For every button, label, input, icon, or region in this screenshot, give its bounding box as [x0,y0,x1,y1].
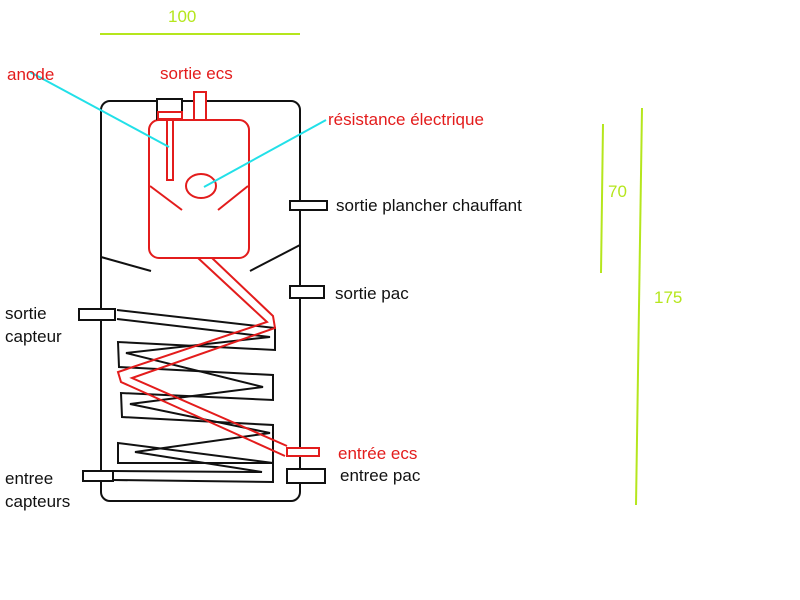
entree-capteurs-label-line1: entree [5,469,53,488]
anode-rod [166,119,174,181]
resistance-leader-line [203,119,327,188]
anode-leader-line [29,71,170,148]
entree-pac-label: entree pac [340,466,421,485]
ecs-coil-a [116,257,286,457]
funnel-left [100,256,152,272]
entree-ecs-label: entrée ecs [338,444,417,463]
funnel-right [249,244,301,272]
entree-capteurs-label-line2: capteurs [5,492,70,511]
anode-label: anode [7,65,54,84]
entree-ecs-pipe [286,447,320,457]
sortie-pac-label: sortie pac [335,284,409,303]
sortie-plancher-pipe [289,200,328,211]
total-height-dimension-line [635,107,643,506]
resistance-label: résistance électrique [328,110,484,129]
sortie-capteur-label-line1: sortie [5,304,47,323]
ecs-coil-b [129,257,288,447]
ecs-deflector-left [149,185,183,211]
ecs-deflector-right [217,185,249,211]
entree-capteurs-pipe [82,470,114,482]
ecs-tank [148,119,250,259]
sortie-ecs-pipe [193,91,207,121]
sortie-pac-pipe [289,285,325,299]
sortie-capteur-label-line2: capteur [5,327,62,346]
width-label: 100 [168,7,196,26]
sortie-plancher-label: sortie plancher chauffant [336,196,522,215]
entree-pac-pipe [286,468,326,484]
solar-coil-inner [112,318,271,473]
sortie-capteur-pipe [78,308,116,321]
upper-height-dimension-line [600,123,604,274]
total-height-label: 175 [654,288,682,307]
anode-cap-black [156,98,183,120]
upper-height-label: 70 [608,182,627,201]
sortie-ecs-label: sortie ecs [160,64,233,83]
resistance-element [185,173,217,199]
